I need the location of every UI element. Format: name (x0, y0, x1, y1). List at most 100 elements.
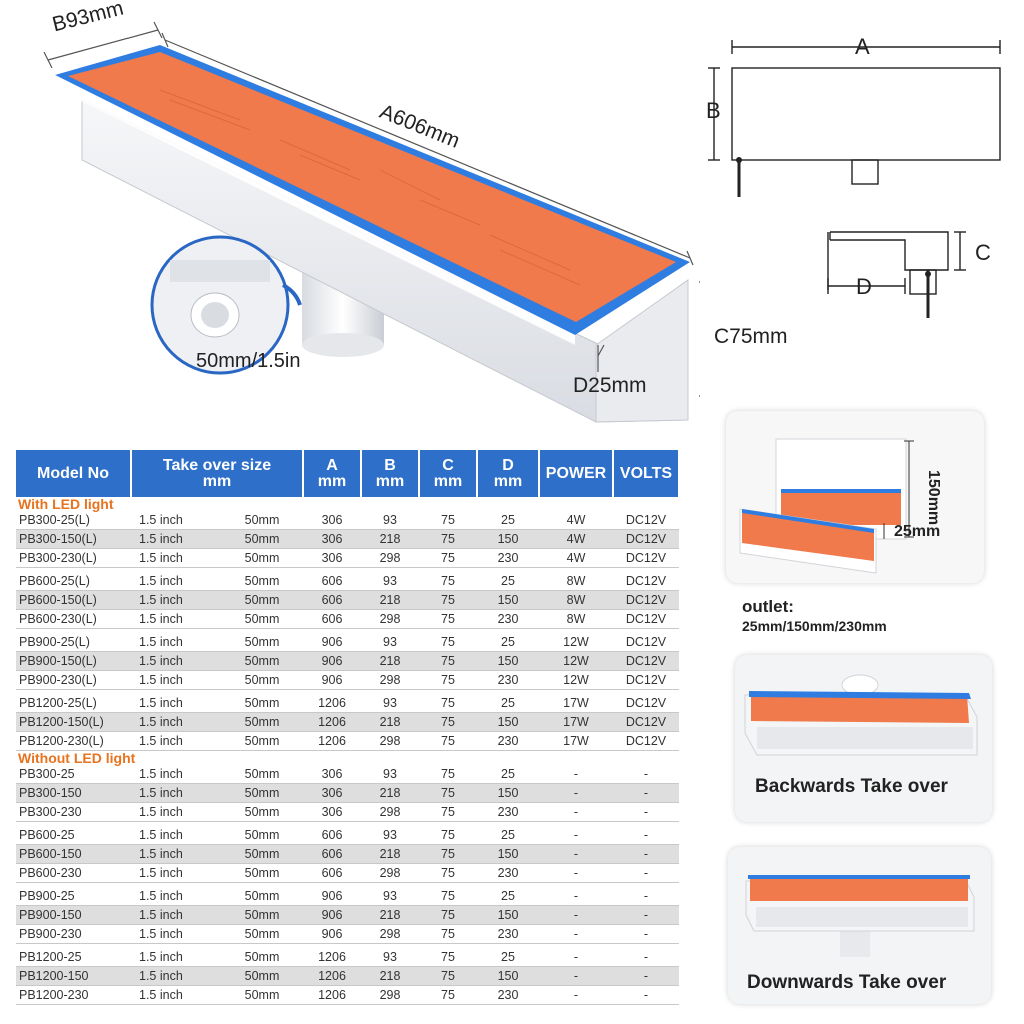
cell-power: - (539, 826, 613, 845)
cell-power: - (539, 966, 613, 986)
cell-size: 50mm (221, 511, 303, 530)
cell-b: 298 (361, 985, 419, 1005)
cell-model: PB1200-150 (16, 966, 131, 986)
outlet-thumbnail-image (739, 438, 914, 574)
divider-cell (16, 567, 679, 572)
cell-model: PB1200-25 (16, 948, 131, 967)
cell-model: PB300-150 (16, 783, 131, 803)
cell-size: 50mm (221, 844, 303, 864)
downwards-take-over-caption: Downwards Take over (747, 972, 947, 993)
outlet-dimension-label: D25mm (573, 374, 647, 397)
cell-b: 93 (361, 511, 419, 530)
cell-model: PB900-230 (16, 924, 131, 944)
cell-volts: DC12V (613, 511, 679, 530)
cell-b: 218 (361, 905, 419, 925)
cell-power: - (539, 905, 613, 925)
cell-size: 50mm (221, 572, 303, 591)
cell-d: 25 (477, 948, 539, 967)
cell-c: 75 (419, 529, 477, 549)
cell-model: PB900-25(L) (16, 633, 131, 652)
cell-size: 50mm (221, 863, 303, 883)
cell-d: 230 (477, 609, 539, 629)
cell-c: 75 (419, 905, 477, 925)
cell-volts: DC12V (613, 694, 679, 713)
divider-cell (16, 628, 679, 633)
cell-inch: 1.5 inch (131, 887, 221, 906)
cell-power: 17W (539, 712, 613, 732)
cell-d: 25 (477, 826, 539, 845)
cell-d: 230 (477, 731, 539, 751)
cell-a: 906 (303, 924, 361, 944)
cell-size: 50mm (221, 651, 303, 671)
cell-volts: DC12V (613, 712, 679, 732)
cell-size: 50mm (221, 985, 303, 1005)
cell-volts: - (613, 966, 679, 986)
cell-volts: DC12V (613, 731, 679, 751)
cell-model: PB600-150 (16, 844, 131, 864)
diagram-label-a: A (855, 34, 870, 59)
cell-a: 306 (303, 765, 361, 784)
cell-b: 93 (361, 826, 419, 845)
cell-inch: 1.5 inch (131, 590, 221, 610)
cell-model: PB600-150(L) (16, 590, 131, 610)
cell-model: PB600-25(L) (16, 572, 131, 591)
cell-c: 75 (419, 966, 477, 986)
cell-model: PB600-230(L) (16, 609, 131, 629)
cell-c: 75 (419, 826, 477, 845)
cell-power: - (539, 948, 613, 967)
cell-volts: - (613, 924, 679, 944)
cell-a: 1206 (303, 948, 361, 967)
cell-inch: 1.5 inch (131, 670, 221, 690)
cell-d: 150 (477, 590, 539, 610)
table-group-divider (16, 943, 679, 948)
cell-inch: 1.5 inch (131, 633, 221, 652)
cell-volts: - (613, 802, 679, 822)
cell-size: 50mm (221, 590, 303, 610)
cell-volts: - (613, 783, 679, 803)
cell-b: 218 (361, 844, 419, 864)
cell-inch: 1.5 inch (131, 966, 221, 986)
cell-d: 150 (477, 844, 539, 864)
cell-inch: 1.5 inch (131, 572, 221, 591)
cell-a: 1206 (303, 694, 361, 713)
cell-model: PB600-25 (16, 826, 131, 845)
cell-c: 75 (419, 590, 477, 610)
cell-a: 906 (303, 633, 361, 652)
cell-volts: - (613, 863, 679, 883)
cell-a: 1206 (303, 731, 361, 751)
cell-inch: 1.5 inch (131, 924, 221, 944)
cell-volts: DC12V (613, 572, 679, 591)
cell-power: - (539, 924, 613, 944)
cell-power: - (539, 985, 613, 1005)
header-c-line1: C (442, 456, 454, 474)
cell-d: 25 (477, 765, 539, 784)
cell-inch: 1.5 inch (131, 985, 221, 1005)
cell-model: PB900-230(L) (16, 670, 131, 690)
cell-c: 75 (419, 985, 477, 1005)
cell-power: 8W (539, 572, 613, 591)
cell-volts: DC12V (613, 670, 679, 690)
cell-inch: 1.5 inch (131, 844, 221, 864)
cell-volts: DC12V (613, 548, 679, 568)
cell-inch: 1.5 inch (131, 826, 221, 845)
cell-d: 25 (477, 511, 539, 530)
header-take-over-line2: mm (202, 472, 232, 490)
cell-model: PB900-150(L) (16, 651, 131, 671)
cell-volts: DC12V (613, 651, 679, 671)
header-power: POWER (539, 450, 614, 497)
cell-a: 606 (303, 609, 361, 629)
cell-power: - (539, 802, 613, 822)
